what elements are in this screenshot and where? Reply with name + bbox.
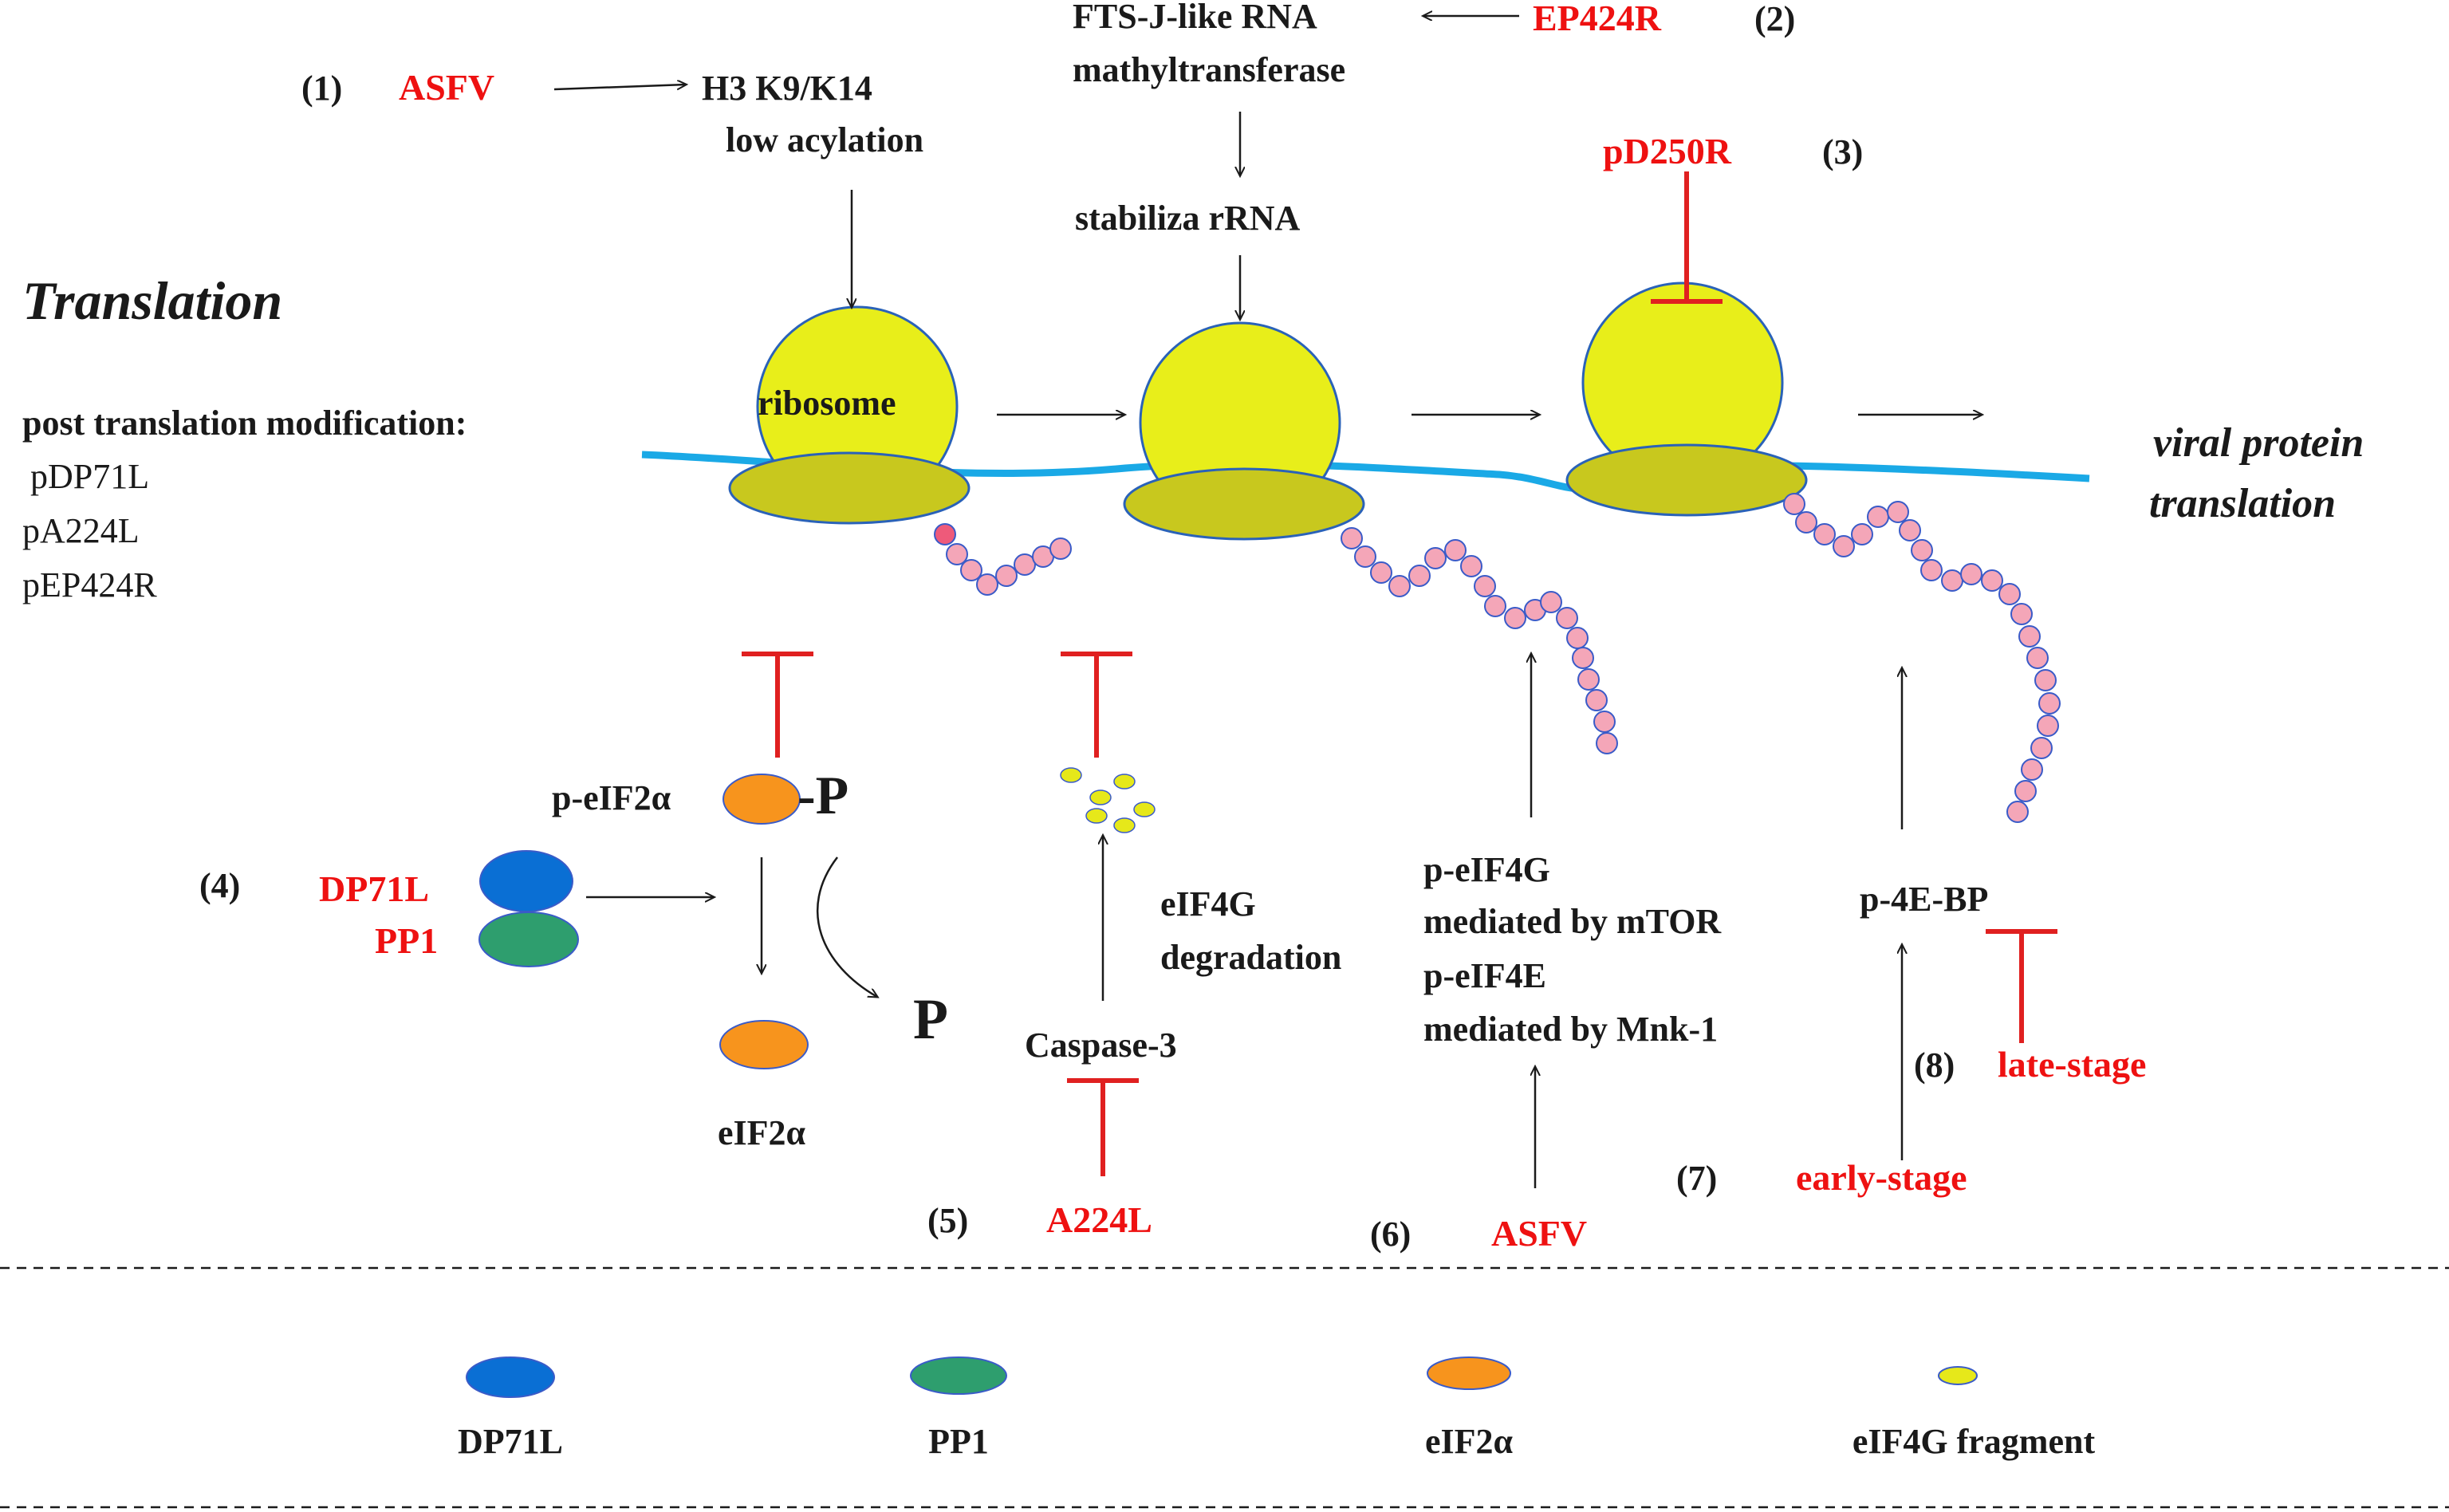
step-7-number: (7) (1676, 1159, 1717, 1198)
step-2-result: stabiliza rRNA (1075, 199, 1301, 238)
ptm-heading: post translation modification: (22, 404, 467, 443)
legend-label: DP71L (458, 1422, 563, 1461)
step-5-effect: degradation (1160, 938, 1341, 977)
phospho-group: -P (797, 765, 848, 825)
eif4g-fragments (1060, 767, 1156, 833)
eif2a-ellipse-icon (719, 1020, 809, 1069)
dp71l-ellipse-icon (479, 850, 573, 912)
step-4-substrate: p-eIF2α (552, 778, 671, 817)
dp71l-ellipse-icon (466, 1356, 555, 1398)
inhibit-4ebp (1986, 929, 2057, 1043)
ribosome-3 (1565, 282, 1808, 517)
ribosome-2 (1123, 321, 1365, 541)
eif2a-ellipse-icon (722, 774, 801, 825)
step-6-line: p-eIF4G (1423, 850, 1550, 889)
step-4-actor-pp1: PP1 (375, 920, 438, 961)
step-5-effect: eIF4G (1160, 884, 1256, 923)
peptide-chain-3 (1783, 493, 2061, 823)
step-2-number: (2) (1754, 0, 1795, 38)
pp1-ellipse-icon (478, 912, 579, 967)
legend-label: eIF2α (1425, 1422, 1514, 1461)
ptm-item: pDP71L (30, 457, 149, 496)
inhibit-peif2a (742, 652, 813, 758)
eif4g-fragment-icon (1938, 1366, 1978, 1385)
step-6-line: mediated by Mnk-1 (1423, 1010, 1718, 1049)
step-5-actor: A224L (1046, 1199, 1152, 1240)
peptide-chain-2 (1341, 527, 1618, 754)
step-8-number: (8) (1914, 1045, 1955, 1085)
pp1-ellipse-icon (910, 1356, 1007, 1395)
peptide-chain-1 (934, 523, 1072, 596)
step-8-target: p-4E-BP (1860, 880, 1988, 919)
ribosome-1 (728, 305, 971, 525)
step-1-target: low acylation (726, 120, 923, 159)
legend-label: eIF4G fragment (1852, 1422, 2096, 1461)
step-1-actor: ASFV (399, 67, 494, 108)
step-2-actor: EP424R (1533, 0, 1662, 38)
step-3-number: (3) (1822, 132, 1863, 171)
step-8-stage: late-stage (1998, 1044, 2146, 1085)
output-label: viral protein (2153, 420, 2364, 466)
eif2a-ellipse-icon (1427, 1356, 1511, 1390)
step-6-actor: ASFV (1491, 1213, 1587, 1254)
step-6-number: (6) (1370, 1215, 1411, 1254)
ptm-item: pEP424R (22, 565, 157, 604)
step-4-actor-dp71l: DP71L (319, 868, 429, 909)
arrow-asfv-to-h3 (553, 85, 686, 89)
legend: DP71L PP1 eIF2α eIF4G fragment (458, 1356, 2096, 1461)
step-2-target: mathyltransferase (1073, 50, 1345, 89)
inhibit-pd250r (1651, 171, 1723, 304)
step-5-number: (5) (927, 1201, 968, 1240)
inhibit-caspase-3 (1067, 1078, 1139, 1176)
step-7-stage: early-stage (1796, 1157, 1967, 1198)
step-6-line: mediated by mTOR (1423, 902, 1722, 941)
output-label: translation (2149, 481, 2336, 526)
ptm-item: pA224L (22, 511, 140, 550)
arrow-release-p (817, 856, 877, 997)
step-5-mediator: Caspase-3 (1025, 1026, 1177, 1065)
step-1-target: H3 K9/K14 (702, 69, 872, 108)
step-4-product: eIF2α (718, 1113, 806, 1152)
step-4-number: (4) (199, 866, 240, 905)
step-6-line: p-eIF4E (1423, 956, 1546, 995)
ribosome-label: ribosome (758, 384, 896, 423)
step-3-actor: pD250R (1603, 131, 1732, 171)
legend-label: PP1 (928, 1422, 989, 1461)
released-phosphate: P (913, 987, 948, 1051)
diagram-title: Translation (22, 270, 282, 331)
step-1-number: (1) (301, 69, 342, 108)
inhibit-eif4g-degradation (1061, 652, 1132, 758)
step-2-target: FTS-J-like RNA (1073, 0, 1317, 36)
